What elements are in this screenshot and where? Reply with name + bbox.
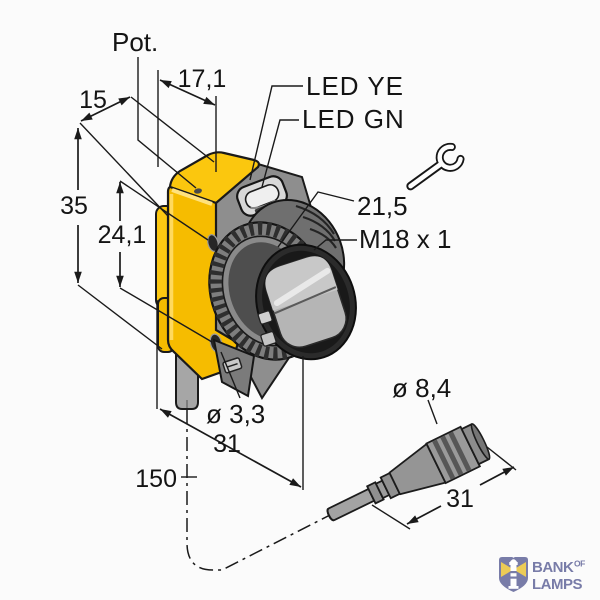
bezel-clip-top (257, 310, 273, 325)
watermark-word1: BANK (532, 559, 574, 576)
housing-top-face (168, 151, 260, 205)
extension-lines (77, 57, 517, 530)
connector-cable (326, 487, 376, 522)
hole-leader (220, 351, 241, 399)
thread-spec-label: M18 x 1 (359, 224, 452, 254)
thread-line (302, 215, 336, 242)
connector-end-face (470, 423, 491, 460)
potentiometer (194, 188, 202, 194)
connector (326, 423, 491, 522)
connector-dia-leader (427, 399, 438, 425)
wrench-size-label: 21,5 (357, 191, 408, 221)
connector-dia-label: ø 8,4 (392, 373, 451, 403)
lens-highlight (273, 267, 331, 307)
thread-leader (313, 239, 357, 251)
dimension-lines (74, 79, 515, 525)
logo-beam-right (513, 562, 526, 577)
watermark-word3: LAMPS (532, 576, 582, 593)
led-gn-leader (261, 119, 299, 188)
depth-label: 15 (79, 86, 107, 114)
thread-line (309, 227, 337, 249)
cable-length-label: 150 (135, 465, 177, 493)
body-depth-label: 31 (213, 430, 241, 458)
housing-side-face (166, 185, 240, 381)
led-green-label: LED GN (302, 104, 405, 134)
pot-leader (137, 57, 197, 189)
height-label: 35 (60, 192, 88, 220)
connector-len-label: 31 (446, 485, 474, 513)
lighthouse-icon (508, 555, 519, 589)
wrench-icon (406, 142, 465, 191)
watermark-word2: OF (574, 559, 585, 569)
led-yellow-label: LED YE (306, 71, 404, 101)
led-ye-leader (249, 85, 303, 181)
logo-beam-left (501, 562, 514, 577)
bezel-clip-bottom (260, 331, 277, 347)
top-width-label: 17,1 (178, 65, 227, 93)
wrench-size-leader (277, 191, 355, 248)
cable-centerline (186, 410, 331, 571)
highlight-edge (171, 188, 213, 206)
dimension-labels: Pot. 17,1 15 35 24,1 LED YE LED GN 21,5 … (60, 27, 474, 513)
hole-spacing-label: 24,1 (98, 221, 147, 249)
mount-hole-dia-label: ø 3,3 (206, 399, 265, 429)
lens-divider (274, 286, 337, 315)
pot-label: Pot. (112, 27, 158, 57)
watermark-logo: BANK OF LAMPS (499, 555, 586, 593)
thread-line (295, 204, 335, 235)
sensor-head (208, 198, 357, 398)
